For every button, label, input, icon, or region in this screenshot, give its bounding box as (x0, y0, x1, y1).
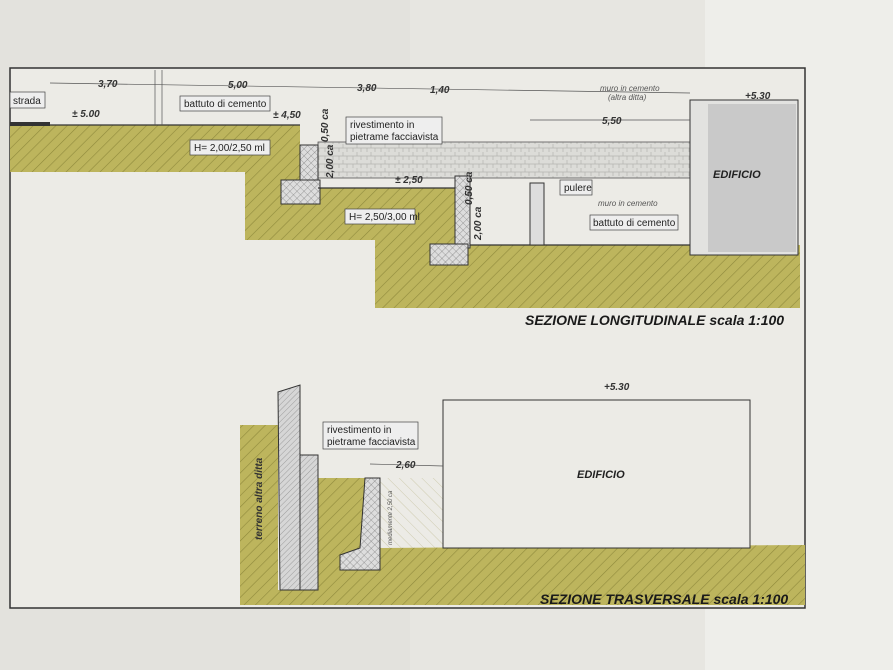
vert-200-b: 2,00 ca (473, 206, 484, 241)
longitudinal-title: SEZIONE LONGITUDINALE scala 1:100 (525, 312, 784, 328)
battuto-top-label: battuto di cemento (184, 99, 267, 110)
retaining-wall-transversal (339, 477, 381, 571)
longitudinal-section: EDIFICIO 3,70 5,00 3,80 1,40 5,50 +5.30 … (9, 70, 800, 328)
dim-1-40: 1,40 (430, 85, 450, 96)
muro-cemento-label: muro in cemento (598, 199, 658, 208)
edificio-label: EDIFICIO (713, 169, 761, 181)
level-building: +5.30 (745, 91, 771, 102)
rivestimento-t-label-2: pietrame facciavista (327, 437, 416, 448)
battuto-bottom-label: battuto di cemento (593, 218, 676, 229)
strada-label: strada (13, 96, 41, 107)
ground-hatch-transversal (240, 425, 805, 605)
muro-altra-ditta-1: muro in cemento (600, 84, 660, 93)
vert-050-a: 0,50 ca (320, 108, 331, 142)
transversal-title: SEZIONE TRASVERSALE scala 1:100 (540, 591, 788, 607)
dim-5-50: 5,50 (602, 116, 622, 127)
rivestimento-label-2: pietrame facciavista (350, 132, 439, 143)
level-transversal: +5.30 (604, 382, 630, 393)
pulere-post (529, 182, 545, 246)
pulere-label: pulere (564, 183, 592, 194)
wall1-height-label: H= 2,00/2,50 ml (194, 143, 265, 154)
muro-altra-ditta-2: (altra ditta) (608, 93, 647, 102)
level-road: ± 5.00 (72, 109, 100, 120)
wall2-height-label: H= 2,50/3,00 ml (349, 212, 420, 223)
level-upper: ± 4,50 (273, 110, 301, 121)
mediamente-label: mediamente 2,50 ca (388, 490, 394, 545)
stone-cladding (317, 141, 691, 179)
terreno-label: terreno altra ditta (254, 457, 265, 540)
edificio-transversal-label: EDIFICIO (577, 469, 625, 481)
vert-200-a: 2,00 ca (325, 144, 336, 179)
rivestimento-label-1: rivestimento in (350, 120, 414, 131)
building-transversal (442, 399, 751, 549)
vert-050-b: 0,50 ca (464, 171, 475, 205)
cladding-wall (299, 454, 319, 591)
dim-5-00: 5,00 (228, 80, 248, 91)
dim-2-60: 2,60 (395, 460, 416, 471)
dim-3-70: 3,70 (98, 79, 118, 90)
level-middle: ± 2,50 (395, 175, 423, 186)
dim-3-80: 3,80 (357, 83, 377, 94)
tall-wall (277, 384, 301, 591)
transversal-section: EDIFICIO +5.30 2,60 rivestimento in piet… (240, 382, 805, 607)
rivestimento-t-label-1: rivestimento in (327, 425, 391, 436)
